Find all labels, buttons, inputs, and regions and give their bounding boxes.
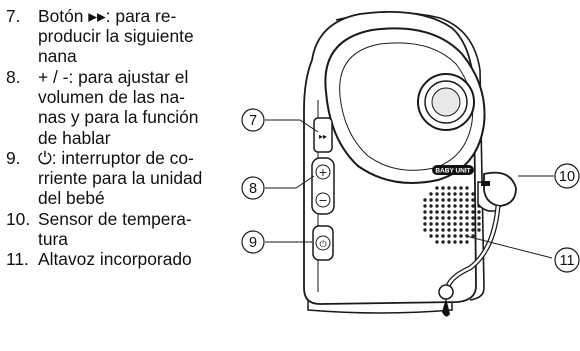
legend-number: 8. [6,67,21,87]
callout-8-label: 8 [249,181,257,197]
camera-bezel [324,27,486,184]
legend-text: + / -: para ajustar el volumen de las na… [38,67,199,148]
legend-item-8: 8. + / -: para ajustar el volumen de las… [6,67,238,148]
legend-item-11: 11. Altavoz incorporado [6,249,238,269]
temperature-sensor [438,171,517,300]
callout-8: 8 [241,176,265,200]
power-icon: ⏻ [319,239,326,250]
callout-9: 9 [241,230,265,254]
callout-10-label: 10 [559,169,575,185]
legend-text: Altavoz incorporado [38,249,192,269]
legend-text: Sensor de tempera- tura [38,209,192,250]
speaker-grille [423,186,481,244]
callout-lines [265,119,554,259]
legend-text: Botón ▸▸: para re- producir la siguiente… [38,6,194,67]
camera-lens [417,73,475,131]
legend-item-7: 7. Botón ▸▸: para re- producir la siguie… [6,6,238,67]
badge-text: BABY UNIT [435,168,470,175]
minus-icon: − [318,194,327,207]
plus-icon: + [318,166,327,179]
callout-11-label: 11 [559,253,574,269]
legend-item-10: 10. Sensor de tempera- tura [6,209,238,249]
next-icon: ▸▸ [319,132,327,141]
callout-7: 7 [241,108,265,132]
legend-number: 9. [6,148,21,168]
legend-number: 10. [6,209,31,229]
legend-list: 7. Botón ▸▸: para re- producir la siguie… [6,6,238,269]
legend-number: 7. [6,6,21,26]
callout-7-label: 7 [249,113,257,129]
next-button[interactable]: ▸▸ [313,117,333,153]
callout-11: 11 [554,247,580,273]
legend-text: ⏻: interruptor de co- rriente para la un… [38,148,203,209]
power-button[interactable]: ⏻ [312,225,334,261]
indicator-led [442,298,450,317]
baby-unit-badge: BABY UNIT [432,165,474,175]
volume-rocker[interactable]: + − [311,157,335,215]
callout-10: 10 [554,163,580,189]
camera-bezel-inner [339,42,474,171]
legend-item-9: 9. ⏻: interruptor de co- rriente para la… [6,148,238,209]
legend-number: 11. [6,249,29,269]
callout-9-label: 9 [249,235,257,251]
